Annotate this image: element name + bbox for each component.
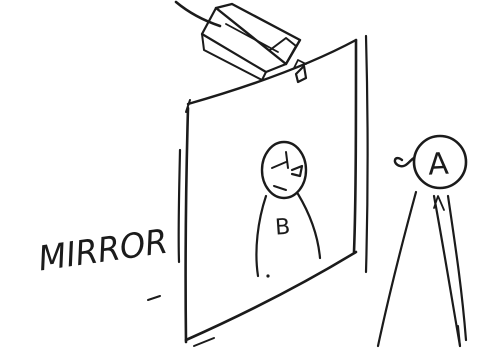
mirror-panel xyxy=(179,36,368,346)
reflection-figure-b xyxy=(256,142,320,278)
label-b: B xyxy=(274,215,291,241)
mirror-label: MIRROR xyxy=(36,222,170,280)
stray-mark xyxy=(148,296,160,300)
label-a: A xyxy=(427,147,450,183)
camera-device xyxy=(176,2,306,82)
person-a xyxy=(378,136,466,346)
